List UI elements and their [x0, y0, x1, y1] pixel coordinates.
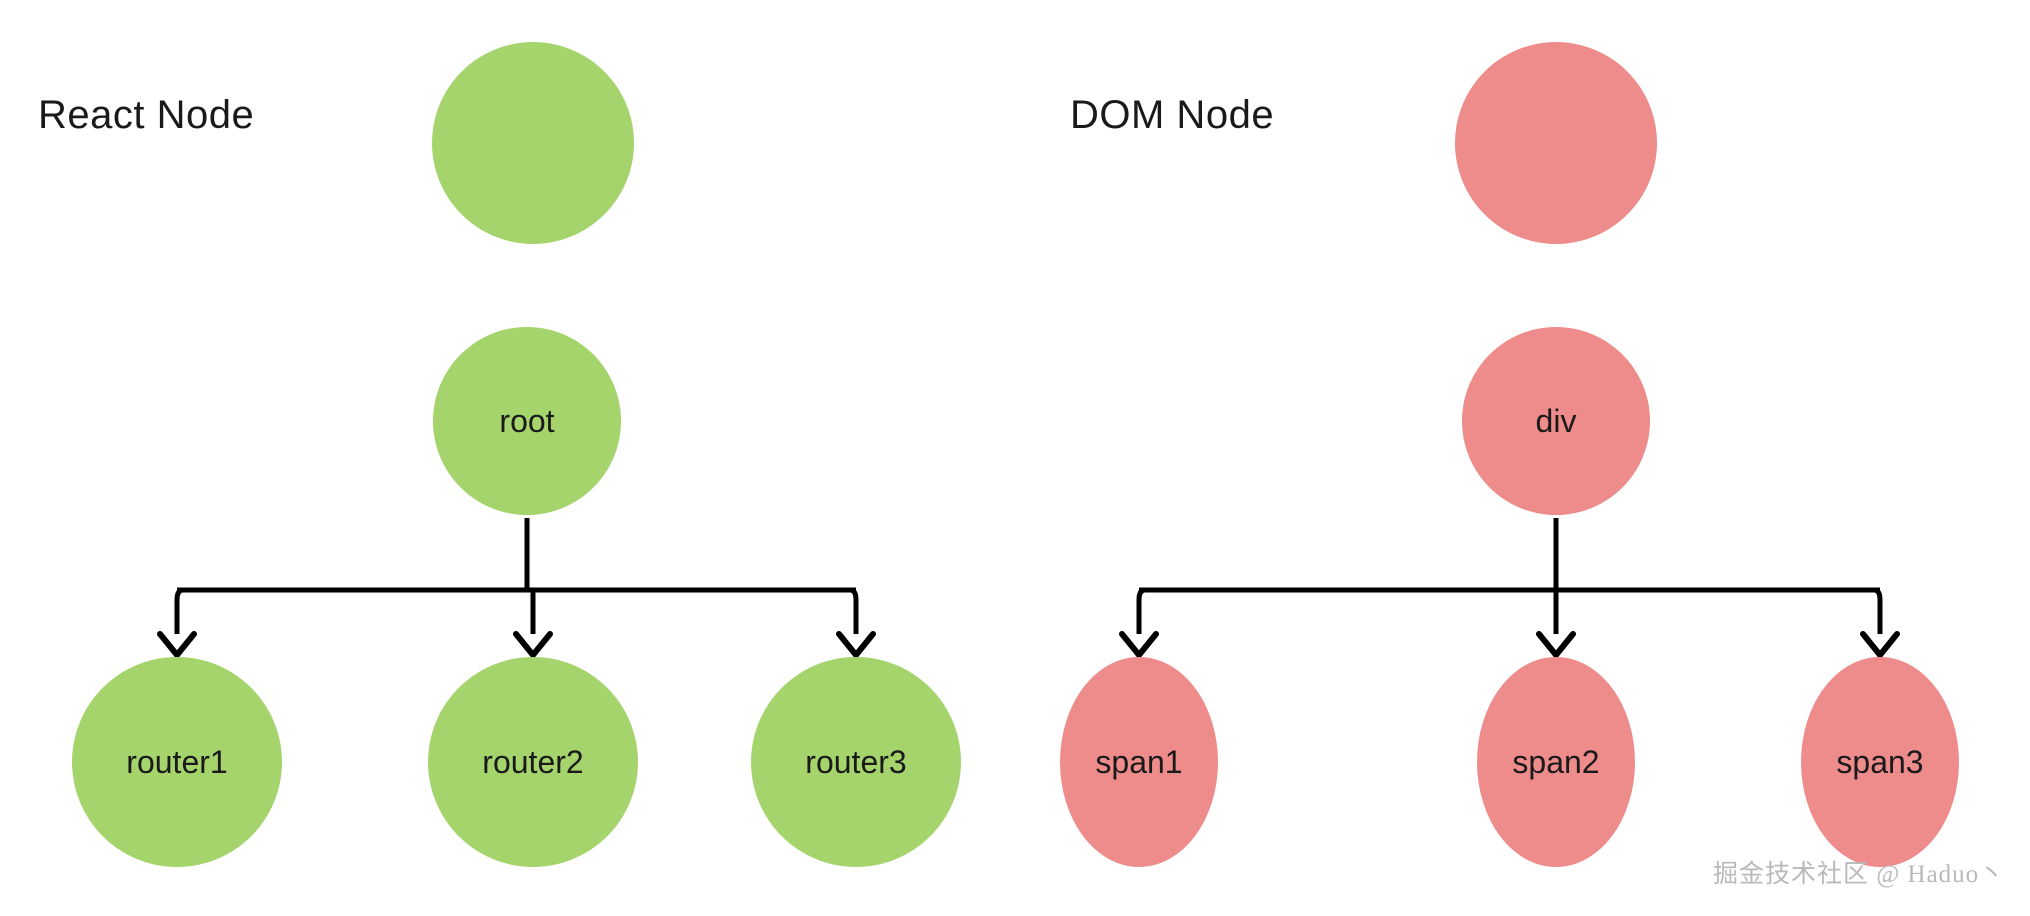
node-dom-root[interactable]: div	[1462, 327, 1650, 515]
react-elbow-left	[174, 587, 184, 634]
react-arrowhead-3	[836, 631, 876, 658]
dom-elbow-left	[1136, 587, 1146, 634]
dom-arrowhead-2	[1536, 631, 1576, 658]
node-label: span2	[1512, 744, 1600, 780]
watermark-credit: 掘金技术社区 @ Haduo丶	[1713, 861, 2006, 888]
dom-arrowhead-3	[1860, 631, 1900, 658]
node-label: router3	[805, 744, 907, 780]
react-arrowhead-1	[157, 631, 197, 658]
node-react-child-1[interactable]: router1	[72, 657, 282, 867]
react-arrowhead-2	[513, 631, 553, 658]
legend-swatch-react-node	[432, 42, 634, 244]
node-label: router1	[126, 744, 228, 780]
legend-swatch-dom-node	[1455, 42, 1657, 244]
node-dom-child-2[interactable]: span2	[1477, 657, 1635, 867]
node-label: router2	[482, 744, 584, 780]
legend-label-react-node: React Node	[38, 93, 255, 137]
node-label: div	[1535, 403, 1577, 439]
node-label: span3	[1836, 744, 1924, 780]
react-elbow-right	[849, 587, 859, 634]
node-dom-child-3[interactable]: span3	[1801, 657, 1959, 867]
node-react-root[interactable]: root	[433, 327, 621, 515]
node-react-child-2[interactable]: router2	[428, 657, 638, 867]
node-react-child-3[interactable]: router3	[751, 657, 961, 867]
dom-arrowhead-1	[1119, 631, 1159, 658]
legend-label-dom-node: DOM Node	[1070, 93, 1275, 137]
dom-elbow-right	[1873, 587, 1883, 634]
node-dom-child-1[interactable]: span1	[1060, 657, 1218, 867]
node-label: span1	[1095, 744, 1183, 780]
node-label: root	[499, 403, 555, 439]
